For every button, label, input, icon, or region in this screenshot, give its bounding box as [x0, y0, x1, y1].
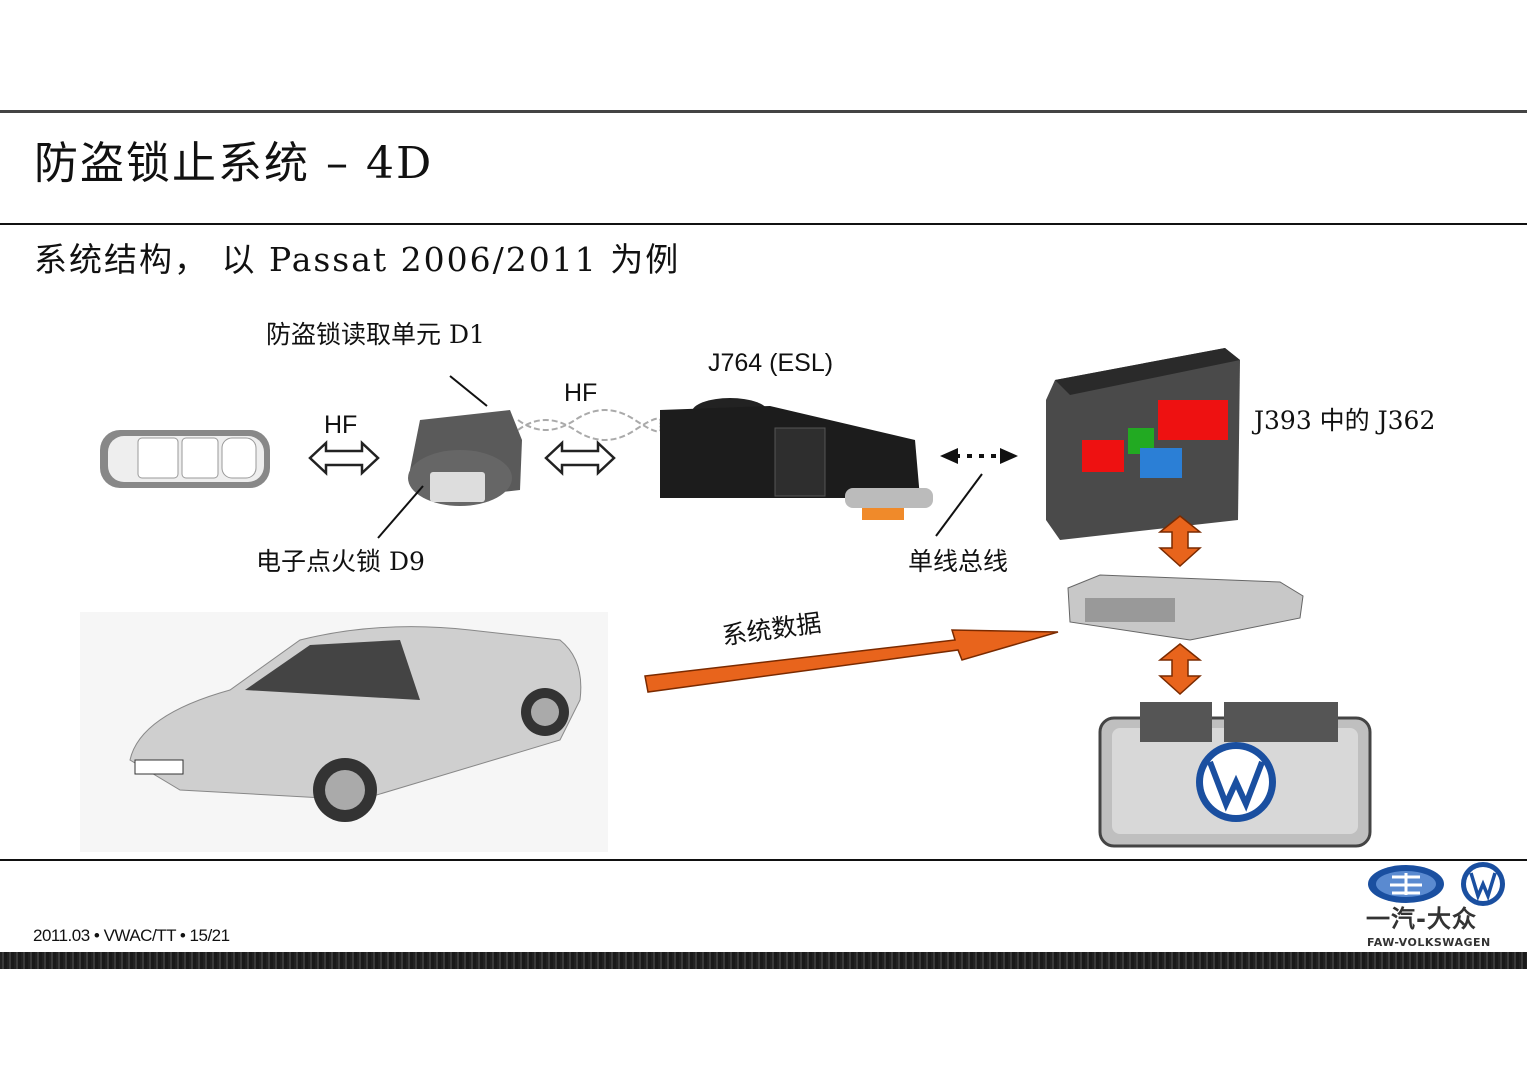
title-divider — [0, 223, 1527, 225]
label-esl-j764: J764 (ESL) — [708, 349, 834, 377]
hf-double-arrow-left — [308, 440, 380, 476]
leader-line-d1 — [449, 375, 488, 407]
orange-double-arrow-bottom — [1157, 643, 1203, 696]
system-data-arrow — [644, 629, 1059, 693]
reader-unit-image — [408, 410, 522, 506]
label-single-wire-bus: 单线总线 — [908, 547, 1009, 576]
slide-title: 防盗锁止系统 – 4D — [34, 138, 434, 189]
single-wire-bus-arrow — [940, 448, 1018, 464]
passat-car-image — [80, 612, 608, 852]
leader-line-d9 — [377, 485, 424, 539]
label-hf-left: HF — [324, 411, 358, 439]
hf-double-arrow-right — [544, 440, 616, 476]
engine-ecu-image — [1098, 702, 1372, 848]
top-divider — [0, 110, 1527, 113]
label-j393-j362: J393 中的 J362 — [1254, 406, 1436, 435]
esl-j764-image — [660, 398, 933, 520]
key-fob-image — [100, 430, 270, 488]
label-reader-unit-d1: 防盗锁读取单元 D1 — [266, 320, 485, 349]
leader-line-bus — [935, 473, 983, 537]
faw-logo — [1368, 865, 1444, 903]
slide-subtitle: 系统结构， 以 Passat 2006/2011 为例 — [34, 240, 681, 279]
label-hf-right: HF — [564, 379, 598, 407]
footer-text: 2011.03 • VWAC/TT • 15/21 — [33, 926, 230, 945]
hf-wire-2 — [517, 417, 662, 441]
footer-band — [0, 952, 1527, 969]
footer-divider — [0, 859, 1527, 861]
hf-wire — [517, 409, 662, 433]
logo-text-cn: 一汽-大众 — [1366, 905, 1477, 933]
logo-text-en: FAW-VOLKSWAGEN — [1367, 936, 1491, 949]
label-ignition-lock-d9: 电子点火锁 D9 — [256, 547, 425, 576]
j393-module-image — [1046, 348, 1240, 540]
orange-double-arrow-top — [1157, 515, 1203, 568]
gateway-module-image — [1067, 574, 1304, 641]
vw-logo — [1461, 862, 1505, 906]
